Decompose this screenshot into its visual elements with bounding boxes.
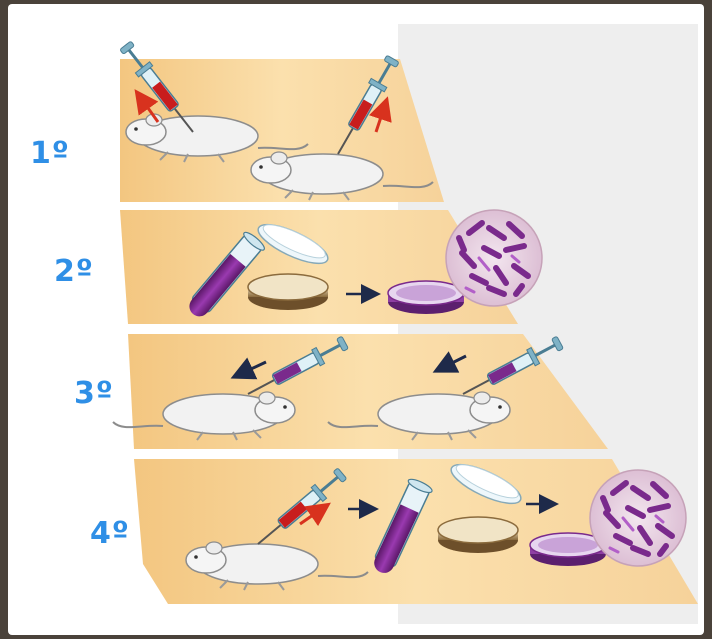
petri-dish-icon [248, 274, 328, 310]
bacteria-culture-icon [590, 470, 686, 566]
petri-dish-icon [438, 517, 518, 553]
step-label-3: 3º [74, 376, 114, 411]
diagram-frame: 1º 2º 3º 4º [8, 4, 704, 635]
step-label-1: 1º [30, 136, 70, 171]
bacteria-culture-icon [446, 210, 542, 306]
step-label-4: 4º [90, 516, 130, 551]
step-label-2: 2º [54, 254, 94, 289]
petri-dish-icon [388, 281, 464, 314]
